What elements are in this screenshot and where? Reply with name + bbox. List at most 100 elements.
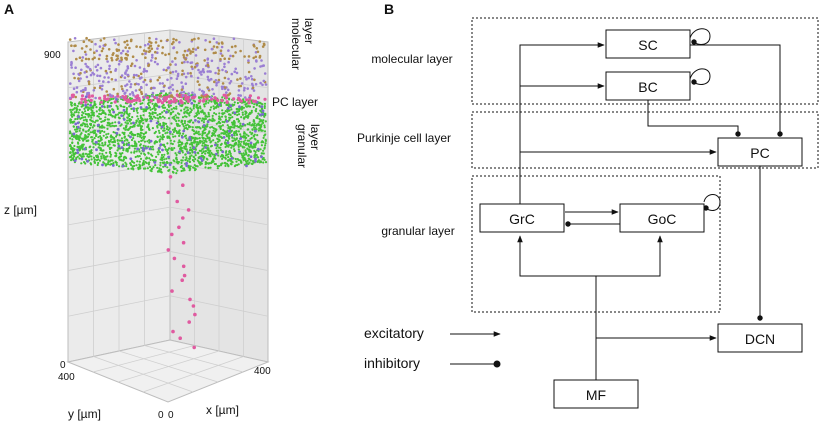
cell-point [128,93,132,96]
cell-point [135,73,138,77]
cell-point [152,148,155,151]
cell-point [150,59,153,62]
cell-point [144,131,147,135]
cell-point [81,148,84,151]
cell-point [224,70,228,73]
cell-bc: BC [605,71,691,101]
cell-point [181,116,185,119]
cell-point [209,162,213,165]
cell-point [253,99,257,103]
cell-point [217,154,220,157]
cell-point [219,164,223,167]
cell-point [125,111,128,115]
cell-point [251,102,254,105]
cell-point [111,53,114,57]
cell-point [229,104,233,108]
cell-point [218,112,221,115]
cell-point [143,67,146,71]
cell-point [75,128,78,131]
cell-point [107,161,110,164]
cell-point [85,65,89,68]
cell-point [201,155,204,158]
cell-point [101,111,104,114]
cell-point [160,89,163,93]
cell-point [228,150,231,153]
cell-point [91,120,95,123]
cell-point [261,45,265,48]
cell-point [216,145,219,148]
cell-point [151,94,154,98]
cell-point [143,135,146,138]
cell-point [79,127,82,130]
cell-point [197,102,200,105]
cell-point [250,77,254,81]
cell-point [84,158,88,161]
cell-point [186,72,190,75]
cell-point [247,55,251,58]
cell-point [184,145,188,148]
cell-point [166,66,170,70]
cell-point [172,100,176,104]
cell-point [185,161,189,165]
cell-point [186,106,189,109]
cell-point [108,109,111,112]
cell-point [171,70,175,74]
cell-point [82,119,85,122]
cell-point [220,125,223,128]
cell-point [172,159,175,162]
cell-point [258,40,262,43]
cell-point [171,88,175,91]
cell-point [102,144,105,147]
cell-point [194,54,198,57]
cell-point [180,119,183,122]
cell-point [214,51,217,54]
cell-point [80,162,83,165]
cell-point [134,155,137,159]
cell-point [84,57,88,61]
cell-point [153,86,156,90]
cell-point [108,122,111,125]
cell-point [125,89,129,92]
cell-point [151,117,154,120]
cell-point [104,98,108,102]
cell-point [132,73,136,77]
cell-point [139,85,143,89]
cell-point [78,129,81,132]
cell-point [114,155,117,158]
cell-point [142,49,146,52]
cell-point [223,62,226,66]
cell-point [209,141,212,144]
cell-point [201,144,204,147]
cell-point [205,140,208,143]
cell-point [81,56,85,59]
cell-point [253,78,256,82]
cell-point [105,57,108,61]
cell-point [117,121,121,125]
cell-point [236,101,239,105]
cell-point [100,105,104,108]
cell-point [114,96,117,99]
cell-point [193,103,196,107]
cell-point [237,110,241,113]
cell-point [254,129,257,133]
cell-point [102,80,105,83]
cell-point [181,167,184,170]
cell-point [146,96,150,100]
cell-point [114,113,117,116]
cell-point [111,121,114,124]
cell-point [197,133,201,136]
cell-point [133,64,137,68]
cell-point [125,107,128,110]
cell-point [233,111,237,115]
cell-point [215,149,218,152]
cell-point [139,114,142,117]
svg-text:granular: granular [295,124,309,168]
cell-point [158,167,161,170]
cell-point [187,48,191,51]
cell-point [135,143,138,146]
cell-point [170,76,173,80]
cell-point [171,170,174,173]
cell-point [146,140,149,143]
cell-point [78,139,81,142]
cell-point [70,101,73,105]
